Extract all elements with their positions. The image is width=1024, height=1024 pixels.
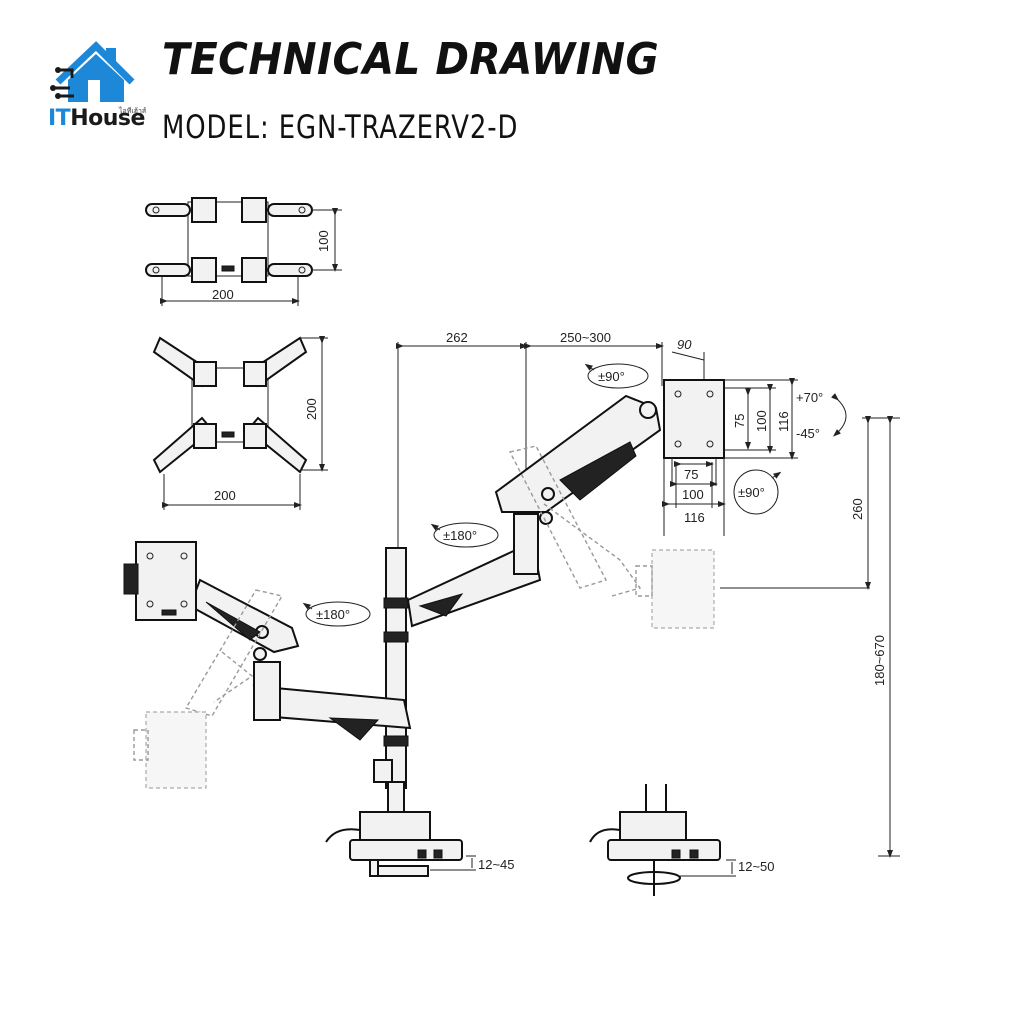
vesa-bracket-100: 200 100 xyxy=(145,197,342,306)
rotation-plate-badge: ±90° xyxy=(584,363,649,389)
plate-inner-h: 75 xyxy=(684,467,698,482)
house-circuit-icon xyxy=(50,41,135,102)
clamp-range: 12~45 xyxy=(478,857,515,872)
tilt-indicator: +70° -45° xyxy=(796,390,847,441)
grommet-base: 12~50 xyxy=(589,784,775,896)
rotation-plate-label: ±90° xyxy=(598,369,625,384)
plate-outer-h: 116 xyxy=(684,510,705,525)
right-arm-ghost xyxy=(508,445,715,629)
reach-dimensions: 262 250~300 90 xyxy=(396,330,705,548)
reach-base: 262 xyxy=(446,330,468,345)
grommet-range: 12~50 xyxy=(738,859,775,874)
right-monitor-plate xyxy=(663,379,725,459)
plate-mid-h: 100 xyxy=(682,487,704,502)
screen-rotation-badge: ±90° xyxy=(733,469,782,515)
vesa-bottom-height: 200 xyxy=(304,398,319,420)
brand-house: House xyxy=(70,106,145,131)
brand-logo: ITHouse xyxy=(48,106,145,131)
page-title: TECHNICAL DRAWING xyxy=(162,34,660,85)
vesa-top-height: 100 xyxy=(316,230,331,252)
height-travel: 260 xyxy=(850,498,865,520)
tilt-up: +70° xyxy=(796,390,823,405)
rotation-left-arm-badge: ±180° xyxy=(302,601,371,627)
rotation-upper-arm-badge: ±180° xyxy=(430,522,499,548)
reach-extension: 250~300 xyxy=(560,330,611,345)
plate-inner-v: 75 xyxy=(732,414,747,428)
clamp-dimension: 12~45 xyxy=(430,855,515,872)
plate-mid-v: 100 xyxy=(754,410,769,432)
height-dimensions: 260 180~670 xyxy=(720,416,900,858)
vesa-bracket-200: 200 200 xyxy=(152,336,328,510)
plate-dimensions-horizontal: 75 100 116 xyxy=(662,458,726,536)
center-pole xyxy=(325,547,463,877)
screen-rotation-label: ±90° xyxy=(738,485,765,500)
vesa-bottom-width: 200 xyxy=(214,488,236,503)
plate-dimensions-vertical: 75 100 116 xyxy=(724,378,798,460)
brand-thai: ไอทีเฮ้าส์ xyxy=(119,108,147,115)
brand-it: IT xyxy=(48,106,71,131)
rotation-left-arm-label: ±180° xyxy=(316,607,350,622)
left-arm-ghost xyxy=(133,589,284,789)
left-monitor-plate xyxy=(123,541,197,621)
rotation-upper-arm-label: ±180° xyxy=(443,528,477,543)
plate-outer-v: 116 xyxy=(776,411,791,432)
pole-height: 180~670 xyxy=(872,635,887,686)
vesa-top-width: 200 xyxy=(212,287,234,302)
plate-offset: 90 xyxy=(677,337,692,352)
upper-arm xyxy=(406,394,662,628)
lower-arm xyxy=(188,578,412,741)
model-number: MODEL: EGN-TRAZERV2-D xyxy=(162,108,519,146)
tilt-down: -45° xyxy=(796,426,820,441)
